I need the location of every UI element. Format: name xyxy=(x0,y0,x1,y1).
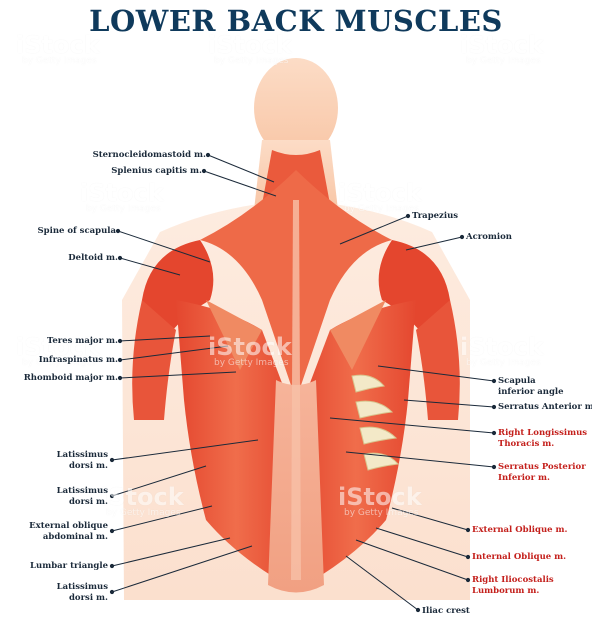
label-serratus-posterior-inferior: Serratus Posterior Inferior m. xyxy=(498,462,586,484)
label-latissimus-dorsi-3: Latissimus dorsi m. xyxy=(57,582,108,604)
label-iliac-crest: Iliac crest xyxy=(422,606,470,617)
label-teres-major: Teres major m. xyxy=(47,336,118,347)
label-external-oblique: External Oblique m. xyxy=(472,525,567,536)
label-sternocleidomastoid: Sternocleidomastoid m. xyxy=(93,150,206,161)
label-serratus-anterior: Serratus Anterior m. xyxy=(498,402,592,413)
label-infraspinatus: Infraspinatus m. xyxy=(39,355,118,366)
label-scapula-inferior-angle: Scapula inferior angle xyxy=(498,376,564,398)
label-latissimus-dorsi-1: Latissimus dorsi m. xyxy=(57,450,108,472)
label-external-oblique-abdominal: External oblique abdominal m. xyxy=(29,521,108,543)
label-spine-of-scapula: Spine of scapula xyxy=(38,226,116,237)
label-acromion: Acromion xyxy=(466,232,512,243)
label-latissimus-dorsi-2: Latissimus dorsi m. xyxy=(57,486,108,508)
label-right-longissimus-thoracis: Right Longissimus Thoracis m. xyxy=(498,428,587,450)
label-internal-oblique: Internal Oblique m. xyxy=(472,552,566,563)
label-lumbar-triangle: Lumbar triangle xyxy=(30,561,108,572)
label-splenius-capitis: Splenius capitis m. xyxy=(111,166,202,177)
label-trapezius: Trapezius xyxy=(412,211,458,222)
label-rhomboid-major: Rhomboid major m. xyxy=(24,373,118,384)
label-right-iliocostalis-lumborum: Right Iliocostalis Lumborum m. xyxy=(472,575,554,597)
label-deltoid: Deltoid m. xyxy=(68,253,118,264)
